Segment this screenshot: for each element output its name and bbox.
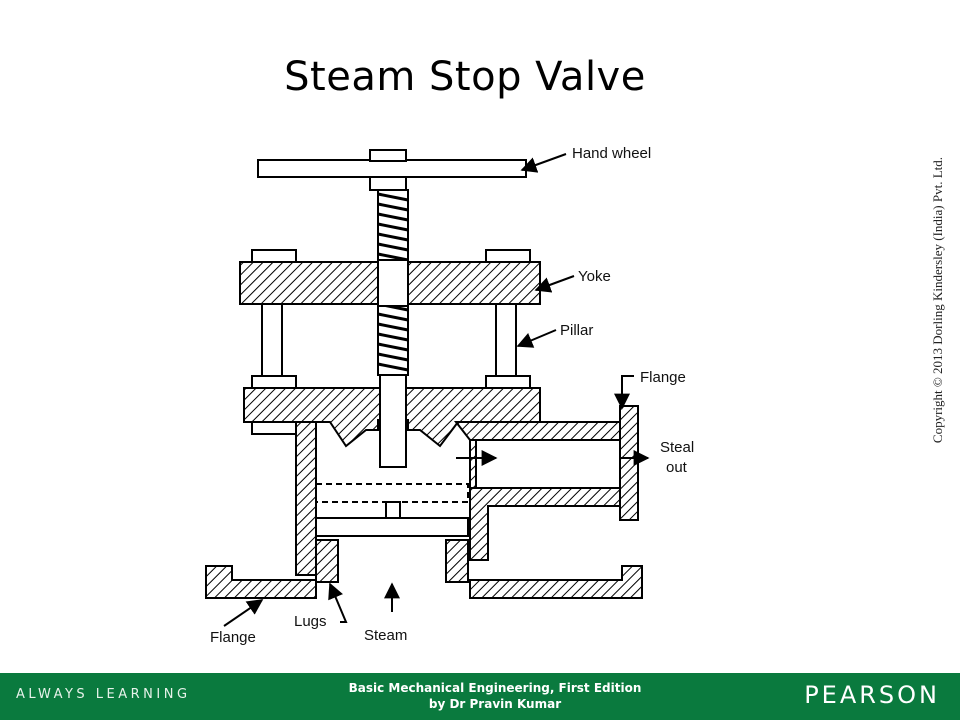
label-steam: Steam bbox=[364, 627, 407, 644]
yoke-nut-left-top bbox=[251, 249, 297, 263]
slide-title: Steam Stop Valve bbox=[284, 54, 646, 100]
label-lugs: Lugs bbox=[294, 613, 327, 630]
footer-tagline: ALWAYS LEARNING bbox=[16, 687, 191, 702]
pillar-left bbox=[261, 303, 283, 379]
outlet-pipe bbox=[453, 421, 623, 441]
pillar-right bbox=[495, 303, 517, 379]
outlet-flange bbox=[619, 405, 639, 521]
label-steal: Steal bbox=[660, 439, 694, 456]
yoke-nut-right-top bbox=[485, 249, 531, 263]
steam-stop-valve-diagram: Hand wheel Yoke Pillar Flange Steal out … bbox=[205, 145, 694, 646]
bottom-flange bbox=[205, 565, 317, 599]
label-flange-top: Flange bbox=[640, 369, 686, 386]
footer-bar: ALWAYS LEARNING Basic Mechanical Enginee… bbox=[0, 673, 960, 720]
label-out: out bbox=[666, 459, 688, 476]
lower-nut bbox=[369, 176, 407, 191]
footer-author: by Dr Pravin Kumar bbox=[428, 697, 562, 711]
hand-wheel bbox=[257, 159, 527, 178]
valve-disc-open bbox=[315, 483, 469, 503]
spindle-lower bbox=[379, 374, 407, 468]
top-nut bbox=[369, 149, 407, 162]
label-flange-bottom: Flange bbox=[210, 629, 256, 646]
valve-disc bbox=[315, 517, 469, 537]
pearson-logo: PEARSON bbox=[804, 681, 940, 709]
label-pillar: Pillar bbox=[560, 322, 593, 339]
footer-book-title: Basic Mechanical Engineering, First Edit… bbox=[348, 681, 642, 695]
label-yoke: Yoke bbox=[578, 268, 611, 285]
footer-book-info: Basic Mechanical Engineering, First Edit… bbox=[0, 680, 960, 712]
lug-left bbox=[315, 539, 339, 583]
valve-body bbox=[295, 421, 317, 576]
label-hand-wheel: Hand wheel bbox=[572, 145, 651, 162]
lug-right bbox=[445, 539, 469, 583]
